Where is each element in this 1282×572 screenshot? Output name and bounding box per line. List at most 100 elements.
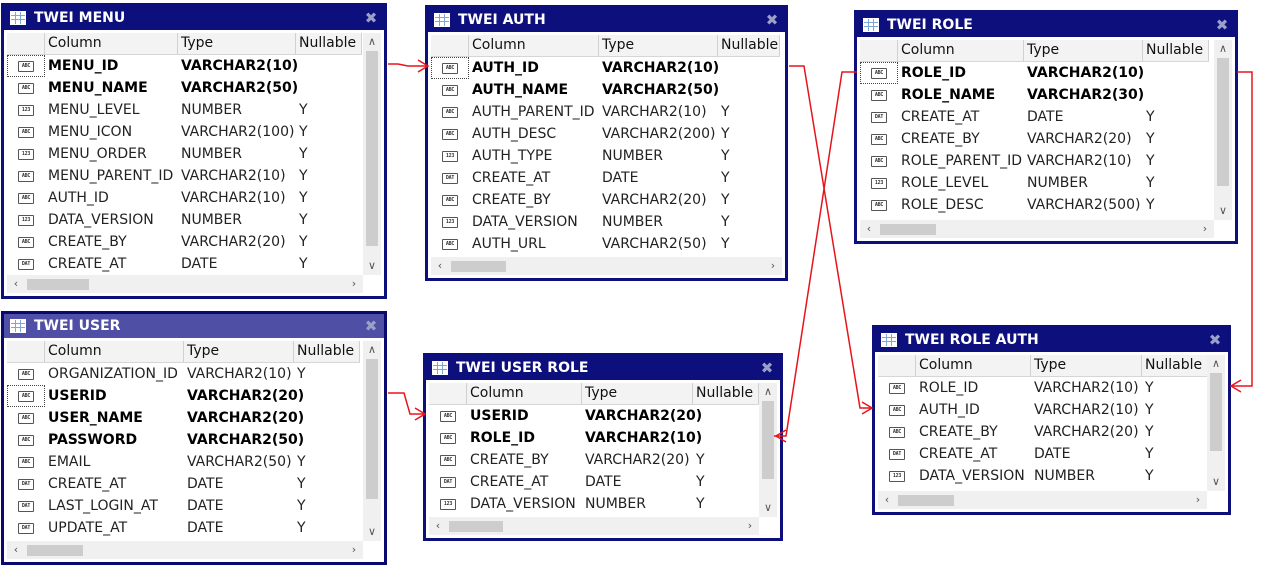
- horizontal-scrollbar[interactable]: ‹›: [431, 257, 782, 275]
- scroll-thumb[interactable]: [762, 401, 774, 479]
- scroll-up-icon[interactable]: ∧: [367, 343, 377, 356]
- close-icon[interactable]: ✖: [1215, 16, 1229, 34]
- scroll-up-icon[interactable]: ∧: [763, 385, 773, 398]
- vertical-scrollbar[interactable]: ∧∨: [363, 33, 381, 275]
- header-type[interactable]: Type: [599, 35, 718, 56]
- scroll-left-icon[interactable]: ‹: [437, 259, 443, 272]
- scroll-right-icon[interactable]: ›: [747, 519, 753, 532]
- table-title-bar[interactable]: TWEI ROLE✖: [857, 13, 1235, 37]
- header-type[interactable]: Type: [1031, 355, 1142, 376]
- header-type[interactable]: Type: [184, 341, 294, 362]
- horizontal-scrollbar[interactable]: ‹›: [878, 491, 1207, 509]
- horizontal-scrollbar[interactable]: ‹›: [7, 541, 363, 559]
- header-column[interactable]: Column: [469, 35, 599, 56]
- scroll-right-icon[interactable]: ›: [351, 543, 357, 556]
- scroll-down-icon[interactable]: ∨: [1218, 204, 1228, 217]
- scroll-right-icon[interactable]: ›: [1195, 493, 1201, 506]
- horizontal-scrollbar[interactable]: ‹›: [429, 517, 759, 535]
- scroll-thumb[interactable]: [898, 495, 954, 506]
- header-nullable[interactable]: Nullable: [294, 341, 360, 362]
- scroll-up-icon[interactable]: ∧: [1218, 42, 1228, 55]
- scroll-right-icon[interactable]: ›: [1202, 222, 1208, 235]
- header-nullable[interactable]: Nullable: [718, 35, 780, 56]
- scroll-up-icon[interactable]: ∧: [367, 35, 377, 48]
- scroll-right-icon[interactable]: ›: [770, 259, 776, 272]
- header-column[interactable]: Column: [898, 40, 1024, 61]
- scroll-down-icon[interactable]: ∨: [763, 501, 773, 514]
- horizontal-scrollbar[interactable]: ‹›: [7, 275, 363, 293]
- close-icon[interactable]: ✖: [765, 11, 779, 29]
- close-icon[interactable]: ✖: [364, 9, 378, 27]
- table-title-bar[interactable]: TWEI AUTH✖: [428, 8, 785, 32]
- scroll-down-icon[interactable]: ∨: [1211, 475, 1221, 488]
- table-title-bar[interactable]: TWEI USER✖: [4, 314, 384, 338]
- vertical-scrollbar[interactable]: ∧∨: [759, 383, 777, 517]
- header-type[interactable]: Type: [1024, 40, 1143, 61]
- close-icon[interactable]: ✖: [760, 359, 774, 377]
- scroll-thumb[interactable]: [1217, 58, 1229, 186]
- scroll-left-icon[interactable]: ‹: [13, 543, 19, 556]
- header-column[interactable]: Column: [467, 383, 582, 404]
- scroll-thumb[interactable]: [451, 261, 506, 272]
- scroll-thumb[interactable]: [366, 51, 378, 246]
- scroll-left-icon[interactable]: ‹: [13, 277, 19, 290]
- scroll-thumb[interactable]: [1210, 373, 1222, 451]
- header-nullable[interactable]: Nullable: [1142, 355, 1208, 376]
- header-nullable[interactable]: Nullable: [693, 383, 759, 404]
- scroll-down-icon[interactable]: ∨: [367, 525, 377, 538]
- vertical-scrollbar[interactable]: ∧∨: [363, 341, 381, 541]
- scroll-left-icon[interactable]: ‹: [866, 222, 872, 235]
- vertical-scrollbar[interactable]: ∧∨: [1207, 355, 1225, 491]
- relation-user-userrole[interactable]: [388, 392, 425, 415]
- vertical-scrollbar[interactable]: ∧∨: [1214, 40, 1232, 220]
- header-nullable[interactable]: Nullable: [296, 33, 362, 54]
- scroll-thumb[interactable]: [449, 521, 503, 532]
- horizontal-scrollbar[interactable]: ‹›: [860, 220, 1214, 238]
- table-title-bar[interactable]: TWEI ROLE AUTH✖: [875, 328, 1228, 352]
- header-type[interactable]: Type: [178, 33, 296, 54]
- scroll-left-icon[interactable]: ‹: [435, 519, 441, 532]
- table-title-bar[interactable]: TWEI USER ROLE✖: [426, 356, 780, 380]
- scroll-thumb[interactable]: [880, 224, 936, 235]
- table-title-bar[interactable]: TWEI MENU✖: [4, 6, 384, 30]
